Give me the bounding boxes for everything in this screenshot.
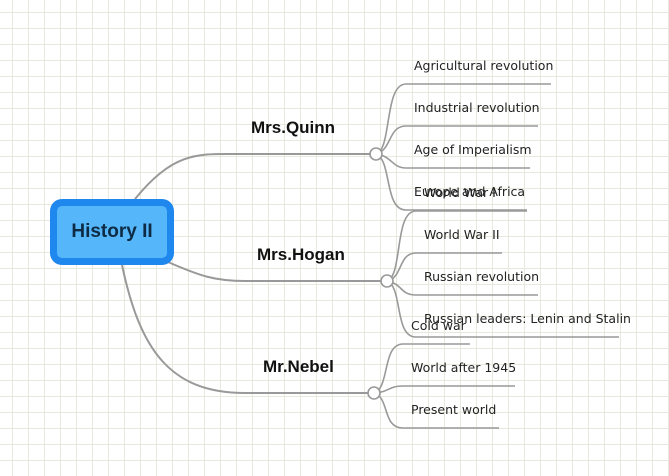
subtopic-europe-and-africa[interactable]: Europe and Africa xyxy=(414,184,526,199)
subtopic-russian-leaders[interactable]: Russian leaders: Lenin and Stalin xyxy=(424,311,631,326)
collapse-toggle-quinn xyxy=(369,147,383,161)
subtopic-russian-revolution[interactable]: Russian revolution xyxy=(424,269,540,284)
subtopic-world-war-ii[interactable]: World War II xyxy=(424,227,500,242)
branch-topic-hogan[interactable]: Mrs.Hogan xyxy=(257,245,345,264)
subtopic-industrial-revolution[interactable]: Industrial revolution xyxy=(414,100,540,115)
subtopic-agricultural-revolution[interactable]: Agricultural revolution xyxy=(414,58,554,73)
subtopic-cold-war[interactable]: Cold war xyxy=(411,318,466,333)
collapse-toggle-hogan xyxy=(380,274,394,288)
subtopic-age-of-imperialism[interactable]: Age of Imperialism xyxy=(414,142,532,157)
branch-topic-quinn[interactable]: Mrs.Quinn xyxy=(251,118,336,137)
root-topic-label: History II xyxy=(57,206,167,258)
collapse-toggle-nebel xyxy=(367,386,381,400)
subtopic-world-war-i[interactable]: World War I xyxy=(424,185,496,200)
subtopic-present-world[interactable]: Present world xyxy=(411,402,497,417)
subtopic-world-after-1945[interactable]: World after 1945 xyxy=(411,360,517,375)
branch-topic-nebel[interactable]: Mr.Nebel xyxy=(263,357,334,376)
root-topic[interactable]: History II xyxy=(50,199,174,265)
